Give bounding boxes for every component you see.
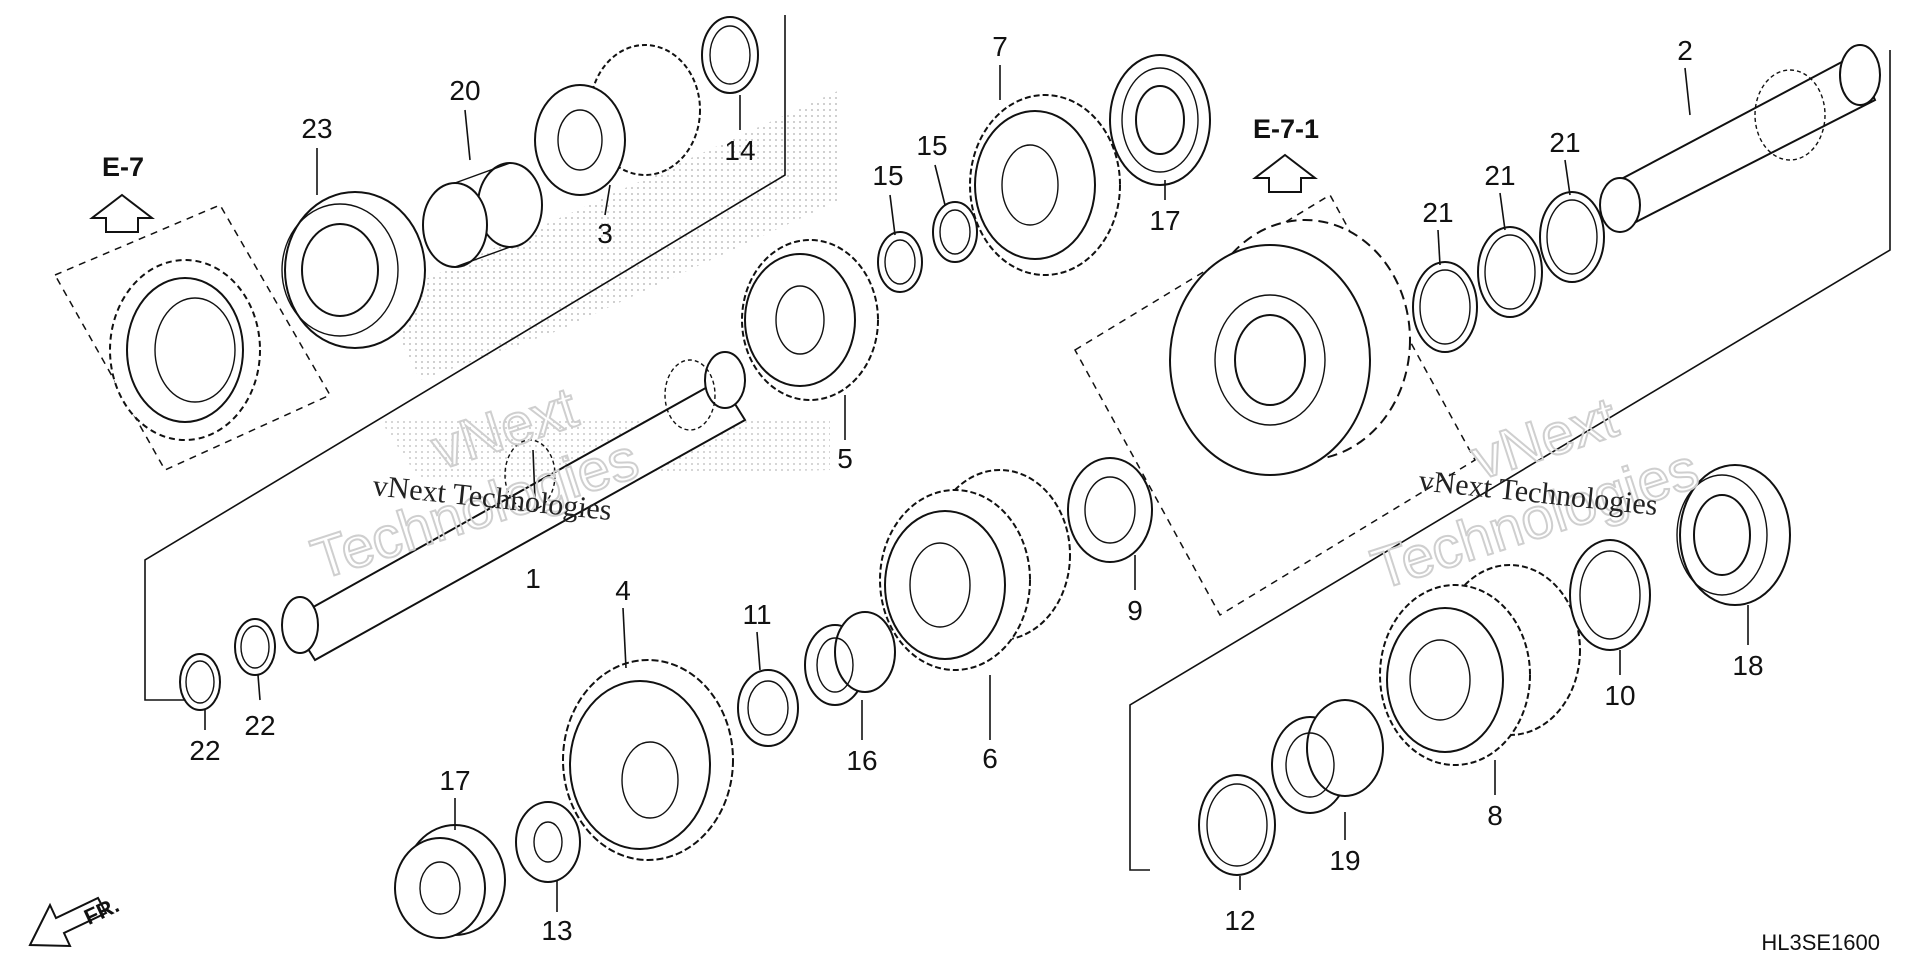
part-3-gear — [534, 44, 701, 196]
part-14-washer — [701, 16, 759, 94]
part-19-needle-bearing — [1271, 699, 1384, 814]
ref-label-e71: E-7-1 — [1253, 114, 1319, 144]
part-1-shaft — [281, 351, 747, 662]
front-direction-arrow-icon — [28, 896, 108, 948]
callout-19: 19 — [1329, 845, 1360, 876]
part-8-gear — [1379, 564, 1581, 766]
dotted-shading-upper — [380, 90, 840, 380]
part-21-ring-a — [1412, 261, 1478, 353]
callout-23: 23 — [301, 113, 332, 144]
diagram-code: HL3SE1600 — [1761, 930, 1880, 955]
callout-15b: 15 — [916, 130, 947, 161]
callout-22b: 22 — [244, 710, 275, 741]
assembly-outline-left — [144, 15, 786, 701]
callout-9: 9 — [1127, 595, 1143, 626]
callout-18: 18 — [1732, 650, 1763, 681]
callout-22a: 22 — [189, 735, 220, 766]
callout-21b: 21 — [1484, 160, 1515, 191]
part-13-washer — [515, 801, 581, 883]
part-2-shaft — [1599, 44, 1881, 233]
callout-15a: 15 — [872, 160, 903, 191]
callout-8: 8 — [1487, 800, 1503, 831]
part-11-washer — [737, 669, 799, 747]
callout-10: 10 — [1604, 680, 1635, 711]
part-7-gear — [969, 94, 1121, 276]
part-clutch-drum-e71 — [1169, 219, 1411, 476]
callout-11: 11 — [742, 599, 771, 630]
part-6-gear — [879, 469, 1071, 671]
callout-6: 6 — [982, 743, 998, 774]
ref-arrow-e71-icon — [1252, 153, 1318, 193]
callout-17-lower: 17 — [439, 765, 470, 796]
ref-label-e7: E-7 — [102, 152, 144, 182]
part-15-clip-a — [877, 231, 923, 293]
part-22-ring-b — [234, 618, 276, 676]
callout-3: 3 — [597, 218, 613, 249]
callout-5: 5 — [837, 443, 853, 474]
part-17-bearing-upper — [1109, 54, 1211, 186]
callout-4: 4 — [615, 575, 631, 606]
part-21-ring-c — [1539, 191, 1605, 283]
callout-14: 14 — [724, 135, 755, 166]
front-direction-label: FR. — [80, 892, 123, 930]
callout-1: 1 — [525, 563, 541, 594]
leader-lines — [204, 65, 1749, 912]
part-22-ring-a — [179, 653, 221, 711]
part-21-ring-b — [1477, 226, 1543, 318]
assembly-outline-right — [1129, 50, 1891, 871]
part-20-needle-bearing — [422, 162, 543, 268]
part-12-washer — [1198, 774, 1276, 876]
part-5-gear — [741, 239, 879, 401]
part-17-bearing-lower — [394, 824, 506, 939]
part-e7-gear — [109, 259, 261, 441]
callout-16: 16 — [846, 745, 877, 776]
part-18-bearing — [1676, 464, 1791, 606]
part-23-bearing — [281, 191, 426, 349]
callout-13: 13 — [541, 915, 572, 946]
callout-20: 20 — [449, 75, 480, 106]
part-10-washer — [1569, 539, 1651, 651]
callout-7: 7 — [992, 31, 1008, 62]
part-4-gear — [562, 659, 734, 861]
callout-12: 12 — [1224, 905, 1255, 936]
part-16-needle-bearing — [804, 611, 896, 706]
callout-17-upper: 17 — [1149, 205, 1180, 236]
part-9-plate — [1067, 457, 1153, 563]
callout-2: 2 — [1677, 35, 1693, 66]
ref-arrow-e7-icon — [89, 193, 155, 233]
callout-21a: 21 — [1422, 197, 1453, 228]
callout-21c: 21 — [1549, 127, 1580, 158]
part-15-clip-b — [932, 201, 978, 263]
